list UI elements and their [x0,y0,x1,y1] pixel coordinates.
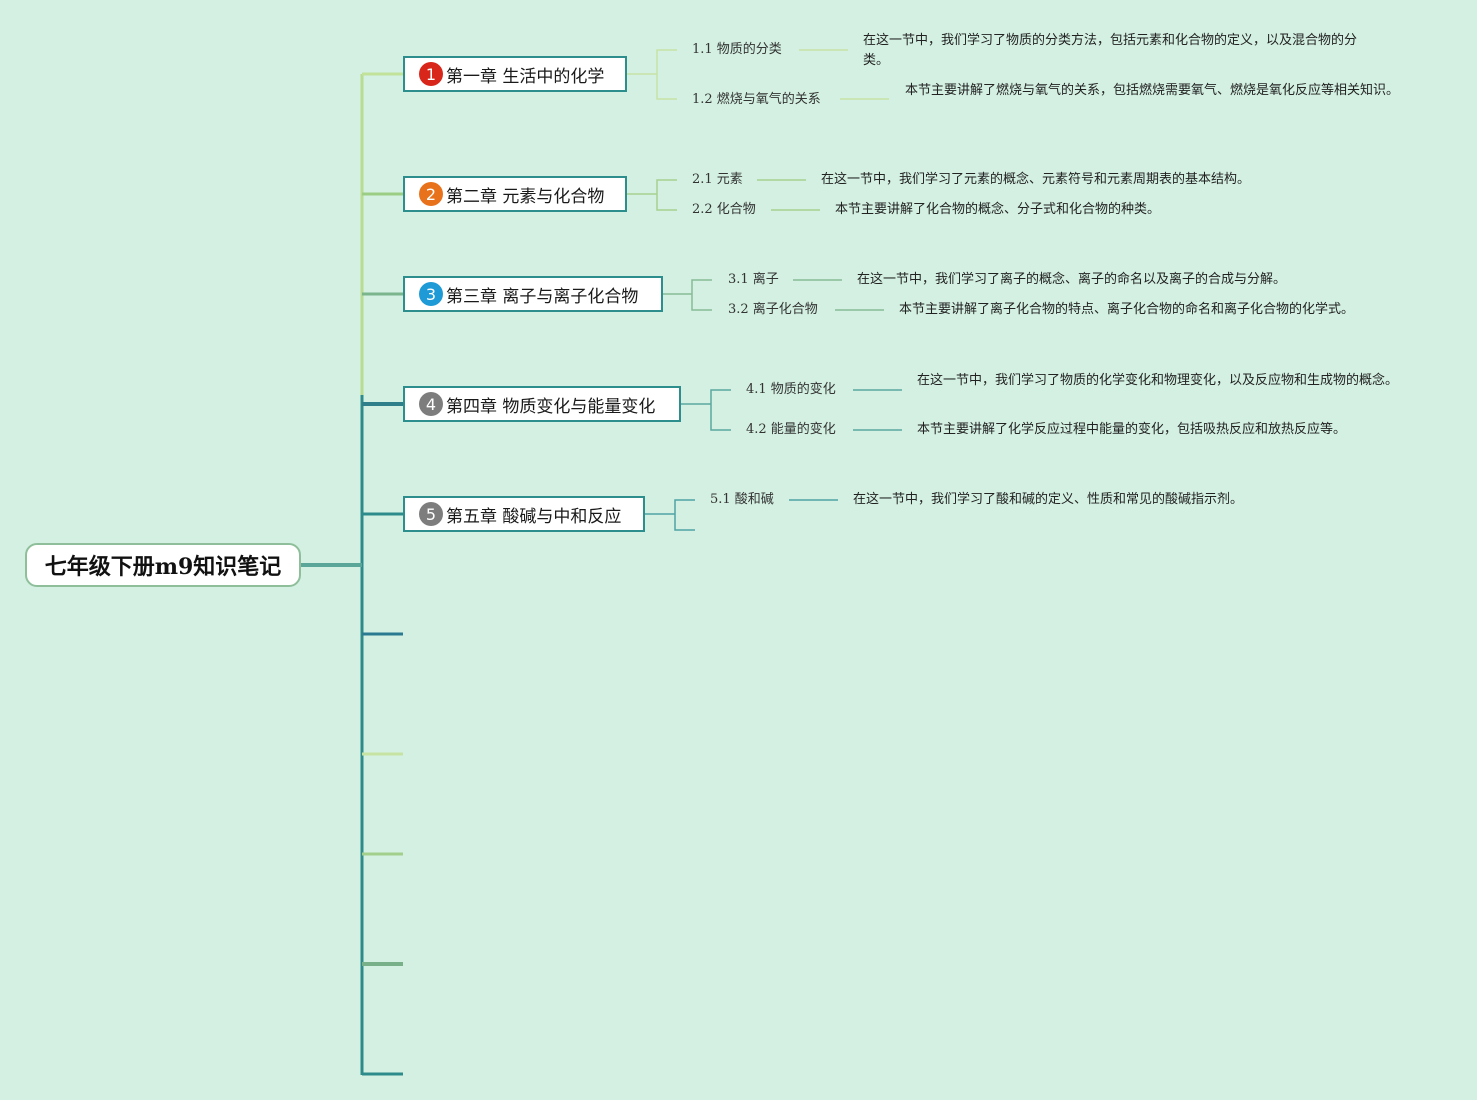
section-1-2-label[interactable]: 1.2 燃烧与氧气的关系 [692,92,821,107]
chapter-3-topic[interactable]: 3 第三章 离子与离子化合物 [403,276,663,312]
chapter-3-branches [663,279,884,311]
section-4-2-description: 本节主要讲解了化学反应过程中能量的变化，包括吸热反应和放热反应等。 [917,422,1347,437]
chapter-2-branches [627,179,820,211]
section-2-2-description: 本节主要讲解了化合物的概念、分子式和化合物的种类。 [835,202,1161,217]
section-2-1-label[interactable]: 2.1 元素 [692,172,743,187]
root-title: 七年级下册m9知识笔记 [44,554,282,580]
section-2-1-description: 在这一节中，我们学习了元素的概念、元素符号和元素周期表的基本结构。 [821,172,1251,187]
section-3-1-description: 在这一节中，我们学习了离子的概念、离子的命名以及离子的合成与分解。 [857,272,1287,287]
chapter-2-topic[interactable]: 2 第二章 元素与化合物 [403,176,627,212]
chapter-5-topic[interactable]: 5 第五章 酸碱与中和反应 [403,496,645,532]
section-1-2-description: 本节主要讲解了燃烧与氧气的关系，包括燃烧需要氧气、燃烧是氧化反应等相关知识。 [905,83,1400,98]
chapter-1-title: 第一章 生活中的化学 [446,66,605,87]
chapter-4-number-badge: 4 [419,392,443,416]
chapter-1-branches [627,49,889,100]
chapter-4-topic[interactable]: 4 第四章 物质变化与能量变化 [403,386,681,422]
chapter-3-number-badge: 3 [419,282,443,306]
chapter-5-branches [645,499,838,531]
section-2-2-label[interactable]: 2.2 化合物 [692,202,756,217]
section-4-1-description: 在这一节中，我们学习了物质的化学变化和物理变化，以及反应物和生成物的概念。 [917,373,1399,388]
section-3-2-label[interactable]: 3.2 离子化合物 [728,302,818,317]
section-4-2-label[interactable]: 4.2 能量的变化 [746,422,836,437]
chapter-1-number-badge: 1 [419,62,443,86]
chapter-1-topic[interactable]: 1 第一章 生活中的化学 [403,56,627,92]
chapter-2-number-badge: 2 [419,182,443,206]
chapter-4-branches [681,389,902,431]
section-1-1-description: 在这一节中，我们学习了物质的分类方法，包括元素和化合物的定义，以及混合物的分类。 [863,33,1358,68]
chapter-5-number-badge: 5 [419,502,443,526]
section-3-2-description: 本节主要讲解了离子化合物的特点、离子化合物的命名和离子化合物的化学式。 [899,302,1355,317]
section-4-1-label[interactable]: 4.1 物质的变化 [746,382,836,397]
chapter-5-title: 第五章 酸碱与中和反应 [446,506,622,527]
section-5-1-label[interactable]: 5.1 酸和碱 [710,492,774,507]
section-3-1-label[interactable]: 3.1 离子 [728,272,779,287]
section-1-1-label[interactable]: 1.1 物质的分类 [692,42,782,57]
root-topic[interactable]: 七年级下册m9知识笔记 [25,543,301,587]
chapter-2-title: 第二章 元素与化合物 [446,186,605,207]
chapter-3-title: 第三章 离子与离子化合物 [446,286,639,307]
section-5-1-description: 在这一节中，我们学习了酸和碱的定义、性质和常见的酸碱指示剂。 [853,492,1244,507]
chapter-4-title: 第四章 物质变化与能量变化 [446,396,656,417]
